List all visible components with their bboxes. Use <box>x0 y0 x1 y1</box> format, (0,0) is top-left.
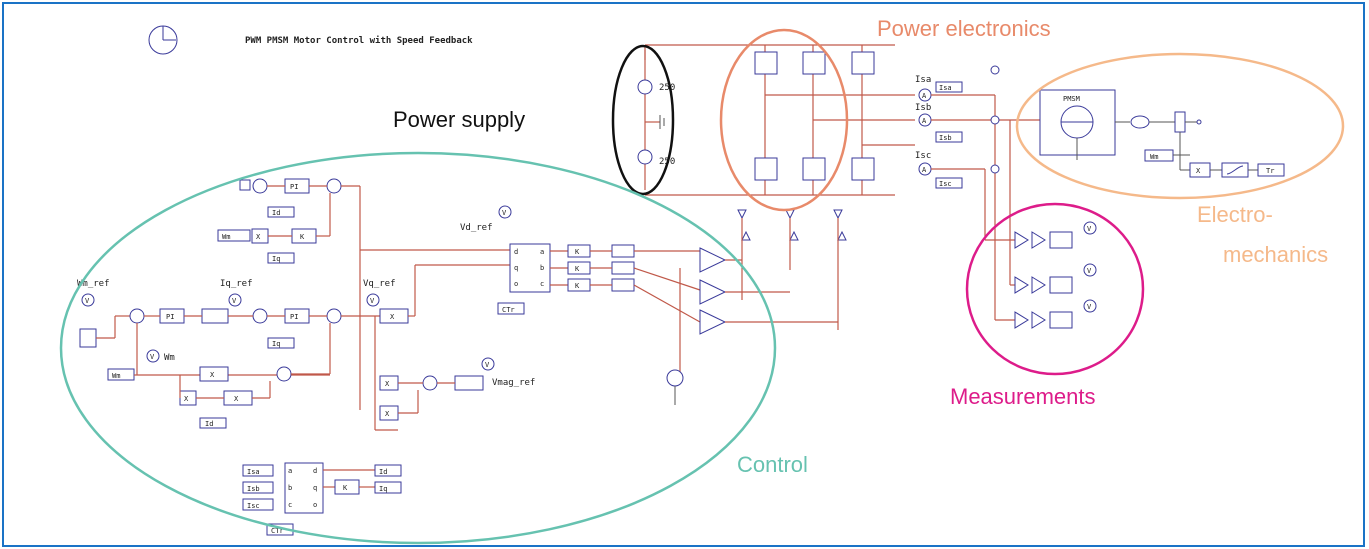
svg-text:V: V <box>370 297 375 305</box>
svg-text:Isc: Isc <box>247 502 260 510</box>
dq-to-abc-block <box>509 243 551 293</box>
svg-text:V: V <box>150 353 155 361</box>
svg-text:Isc: Isc <box>939 180 952 188</box>
vq-ref-label: Vq_ref <box>363 279 396 289</box>
power-supply-outline <box>611 44 675 196</box>
wm-probe-label: Wm <box>164 353 175 363</box>
svg-text:CTr: CTr <box>502 306 515 314</box>
svg-text:V: V <box>485 361 490 369</box>
electromechanics-label-line2: mechanics <box>1223 242 1328 267</box>
vmag-ref-label: Vmag_ref <box>492 378 535 388</box>
abc-to-dq-block <box>284 462 324 514</box>
power-electronics-label: Power electronics <box>877 16 1051 41</box>
dc-source-bottom <box>637 149 653 165</box>
svg-text:PI: PI <box>290 313 298 321</box>
svg-text:X: X <box>385 380 390 388</box>
svg-text:q: q <box>313 484 317 492</box>
svg-text:Wm: Wm <box>222 233 230 241</box>
svg-text:d: d <box>313 467 317 475</box>
svg-text:b: b <box>540 264 544 272</box>
svg-text:Wm: Wm <box>112 372 120 380</box>
svg-text:o: o <box>514 280 518 288</box>
svg-text:X: X <box>390 313 395 321</box>
svg-text:K: K <box>300 233 305 241</box>
svg-text:V: V <box>232 297 237 305</box>
measurement-chain: V V V <box>985 221 1097 329</box>
svg-text:Iq: Iq <box>272 255 280 263</box>
isb-label: Isb <box>915 103 931 113</box>
svg-text:V: V <box>1087 267 1092 275</box>
svg-text:o: o <box>313 501 317 509</box>
svg-text:Isa: Isa <box>247 468 260 476</box>
svg-text:X: X <box>256 233 261 241</box>
svg-text:A: A <box>922 117 927 125</box>
torque-chain: Wm X Tr <box>1144 132 1285 178</box>
wm-ref-label: Wm_ref <box>77 279 110 289</box>
svg-text:Iq: Iq <box>272 340 280 348</box>
control-section: PI Id Wm X K Iq Wm_ref V PI V Iq_ref PI … <box>77 178 838 536</box>
dc-source-top <box>637 79 653 95</box>
svg-text:a: a <box>540 248 544 256</box>
svg-text:Isb: Isb <box>939 134 952 142</box>
svg-text:X: X <box>234 395 239 403</box>
svg-text:Wm: Wm <box>1150 153 1158 161</box>
svg-text:Id: Id <box>379 468 387 476</box>
svg-text:Id: Id <box>205 420 213 428</box>
measurements-outline <box>965 202 1145 376</box>
svg-text:a: a <box>288 467 292 475</box>
tr-tag: Tr <box>1266 167 1274 175</box>
electromechanics-label-line1: Electro- <box>1197 202 1273 227</box>
svg-text:V: V <box>1087 225 1092 233</box>
svg-text:K: K <box>343 484 348 492</box>
control-label: Control <box>737 452 808 477</box>
svg-text:X: X <box>210 371 215 379</box>
svg-text:K: K <box>575 282 580 290</box>
power-electronics-outline <box>719 28 849 212</box>
pmsm-label: PMSM <box>1063 95 1080 103</box>
iq-ref-label: Iq_ref <box>220 279 253 289</box>
svg-text:q: q <box>514 264 518 272</box>
current-sensors: A A A Isa Isb Isc Isa Isb Isc <box>915 65 1045 320</box>
svg-text:X: X <box>184 395 189 403</box>
isa-label: Isa <box>915 75 931 85</box>
diagram-title: PWM PMSM Motor Control with Speed Feedba… <box>245 35 473 46</box>
svg-text:Iq: Iq <box>379 485 387 493</box>
clock-icon <box>148 25 178 55</box>
vd-ref-label: Vd_ref <box>460 223 493 233</box>
power-supply-label: Power supply <box>393 107 525 132</box>
svg-text:PI: PI <box>290 183 298 191</box>
supply-top-voltage: 250 <box>659 83 675 93</box>
svg-text:PI: PI <box>166 313 174 321</box>
pmsm-motor: PMSM <box>1039 89 1202 160</box>
measurements-label: Measurements <box>950 384 1096 409</box>
svg-text:d: d <box>514 248 518 256</box>
svg-text:CTr: CTr <box>271 527 284 535</box>
svg-text:K: K <box>575 265 580 273</box>
svg-text:V: V <box>85 297 90 305</box>
inverter-bridge <box>737 45 915 330</box>
svg-text:Id: Id <box>272 209 280 217</box>
svg-text:K: K <box>575 248 580 256</box>
electromechanics-outline <box>1015 52 1345 200</box>
svg-text:V: V <box>1087 303 1092 311</box>
svg-text:A: A <box>922 166 927 174</box>
svg-text:A: A <box>922 92 927 100</box>
svg-text:V: V <box>502 209 507 217</box>
svg-text:X: X <box>385 410 390 418</box>
isc-label: Isc <box>915 151 931 161</box>
svg-text:Isb: Isb <box>247 485 260 493</box>
svg-text:X: X <box>1196 167 1201 175</box>
svg-text:b: b <box>288 484 292 492</box>
control-outline <box>59 151 777 545</box>
svg-text:c: c <box>540 280 544 288</box>
svg-text:Isa: Isa <box>939 84 952 92</box>
svg-text:c: c <box>288 501 292 509</box>
